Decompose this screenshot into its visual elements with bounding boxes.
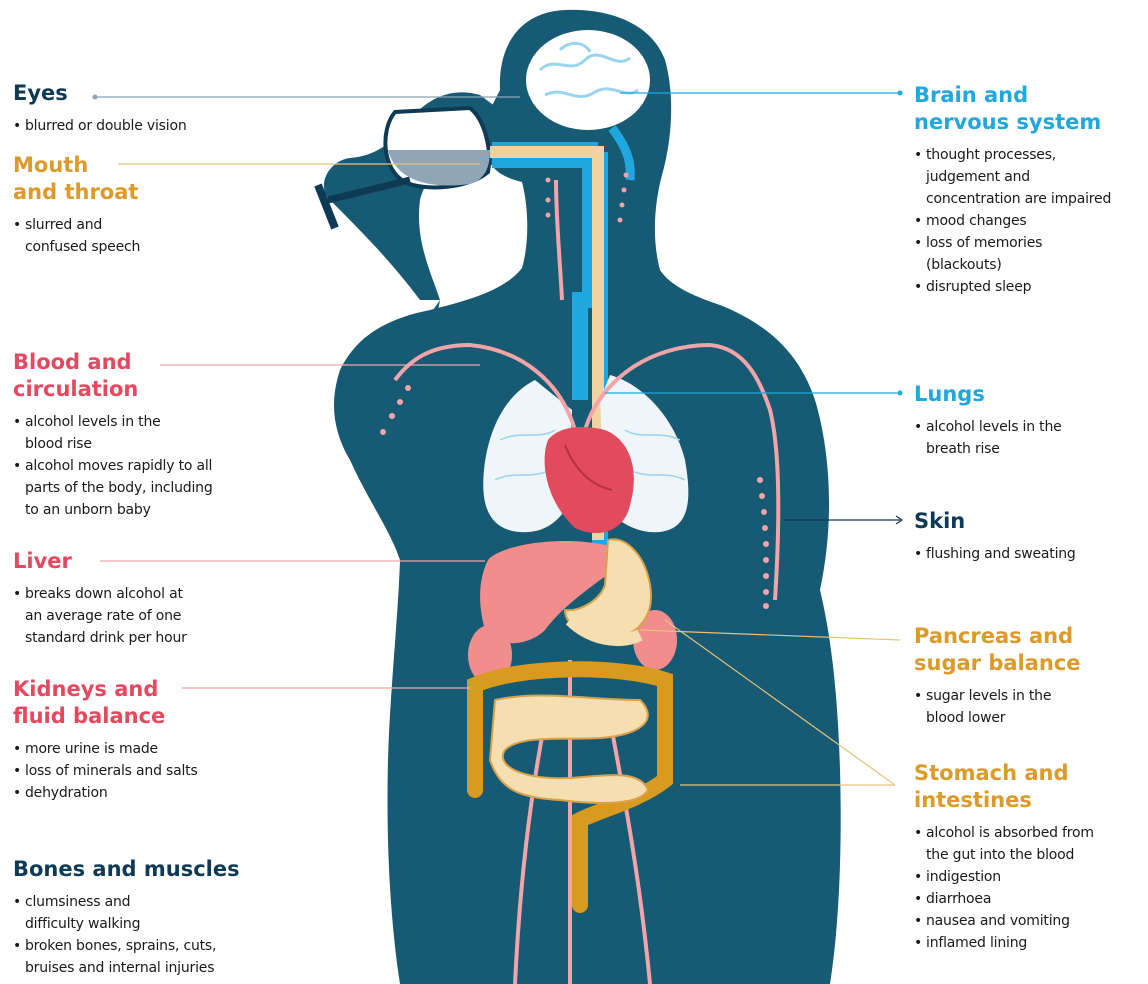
label-mouth-throat: Mouth and throat slurred and confused sp… xyxy=(13,152,140,258)
label-liver: Liver breaks down alcohol at an average … xyxy=(13,548,187,649)
list-item: blurred or double vision xyxy=(13,115,187,137)
list-item: diarrhoea xyxy=(914,888,1094,910)
label-skin: Skin flushing and sweating xyxy=(914,508,1076,565)
bones-bullets: clumsiness and difficulty walking broken… xyxy=(13,891,240,979)
label-bones-muscles: Bones and muscles clumsiness and difficu… xyxy=(13,856,240,979)
list-item: loss of memories (blackouts) xyxy=(914,232,1111,276)
list-item: broken bones, sprains, cuts, bruises and… xyxy=(13,935,240,979)
skin-bullets: flushing and sweating xyxy=(914,543,1076,565)
mouth-heading-line1: Mouth xyxy=(13,152,140,179)
bones-heading: Bones and muscles xyxy=(13,856,240,883)
blood-heading-line2: circulation xyxy=(13,376,213,403)
kidneys-bullets: more urine is made loss of minerals and … xyxy=(13,738,198,804)
list-item: sugar levels in the blood lower xyxy=(914,685,1081,729)
label-pancreas-sugar: Pancreas and sugar balance sugar levels … xyxy=(914,623,1081,729)
list-item: more urine is made xyxy=(13,738,198,760)
label-kidneys-fluid: Kidneys and fluid balance more urine is … xyxy=(13,676,198,804)
list-item: disrupted sleep xyxy=(914,276,1111,298)
list-item: indigestion xyxy=(914,866,1094,888)
liver-bullets: breaks down alcohol at an average rate o… xyxy=(13,583,187,649)
list-item: thought processes, judgement and concent… xyxy=(914,144,1111,210)
mouth-bullets: slurred and confused speech xyxy=(13,214,140,258)
eyes-bullets: blurred or double vision xyxy=(13,115,187,137)
label-eyes: Eyes blurred or double vision xyxy=(13,80,187,137)
brain-heading-line1: Brain and xyxy=(914,82,1111,109)
list-item: slurred and confused speech xyxy=(13,214,140,258)
label-blood-circulation: Blood and circulation alcohol levels in … xyxy=(13,349,213,521)
brain-heading-line2: nervous system xyxy=(914,109,1111,136)
list-item: breaks down alcohol at an average rate o… xyxy=(13,583,187,649)
kidneys-heading-line2: fluid balance xyxy=(13,703,198,730)
list-item: loss of minerals and salts xyxy=(13,760,198,782)
liver-heading: Liver xyxy=(13,548,187,575)
label-stomach-intestines: Stomach and intestines alcohol is absorb… xyxy=(914,760,1094,954)
brain-bullets: thought processes, judgement and concent… xyxy=(914,144,1111,298)
label-brain-nervous: Brain and nervous system thought process… xyxy=(914,82,1111,298)
blood-heading-line1: Blood and xyxy=(13,349,213,376)
stomach-bullets: alcohol is absorbed from the gut into th… xyxy=(914,822,1094,954)
list-item: dehydration xyxy=(13,782,198,804)
list-item: alcohol is absorbed from the gut into th… xyxy=(914,822,1094,866)
list-item: mood changes xyxy=(914,210,1111,232)
eyes-heading: Eyes xyxy=(13,80,187,107)
stomach-heading-line1: Stomach and xyxy=(914,760,1094,787)
lungs-heading: Lungs xyxy=(914,381,1062,408)
pancreas-bullets: sugar levels in the blood lower xyxy=(914,685,1081,729)
mouth-heading-line2: and throat xyxy=(13,179,140,206)
lungs-bullets: alcohol levels in the breath rise xyxy=(914,416,1062,460)
pancreas-heading-line2: sugar balance xyxy=(914,650,1081,677)
label-lungs: Lungs alcohol levels in the breath rise xyxy=(914,381,1062,460)
stomach-heading-line2: intestines xyxy=(914,787,1094,814)
list-item: clumsiness and difficulty walking xyxy=(13,891,240,935)
kidneys-heading-line1: Kidneys and xyxy=(13,676,198,703)
skin-heading: Skin xyxy=(914,508,1076,535)
pancreas-heading-line1: Pancreas and xyxy=(914,623,1081,650)
blood-bullets: alcohol levels in the blood rise alcohol… xyxy=(13,411,213,521)
list-item: alcohol levels in the blood rise xyxy=(13,411,213,455)
list-item: inflamed lining xyxy=(914,932,1094,954)
list-item: alcohol moves rapidly to all parts of th… xyxy=(13,455,213,521)
list-item: alcohol levels in the breath rise xyxy=(914,416,1062,460)
list-item: nausea and vomiting xyxy=(914,910,1094,932)
list-item: flushing and sweating xyxy=(914,543,1076,565)
